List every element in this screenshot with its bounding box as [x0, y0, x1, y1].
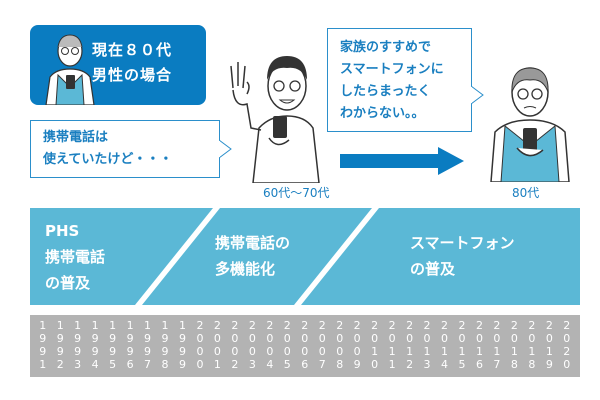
- arrow-right-icon: [340, 147, 464, 175]
- year-label: 1 9 9 9: [178, 319, 186, 371]
- year-timeline: 1 9 9 1 1 9 9 2 1 9 9 3 1 9 9 4 1 9 9 5 1 9 9…: [30, 315, 580, 377]
- year-label: 2 0 1 5: [458, 319, 466, 371]
- era-text: スマートフォン: [410, 234, 515, 252]
- era-label-phs: PHS 携帯電話 の普及: [45, 218, 105, 296]
- year-label: 1 9 9 3: [74, 319, 82, 371]
- bubble-present-line-3: したらまったく: [340, 84, 431, 99]
- year-label: 2 0 0 0: [196, 319, 204, 371]
- bubble-tail: [219, 139, 232, 159]
- year-label: 2 0 0 5: [283, 319, 291, 371]
- year-label: 1 9 9 8: [161, 319, 169, 371]
- era-label-feature-phone: 携帯電話の 多機能化: [215, 230, 290, 282]
- year-label: 2 0 0 4: [266, 319, 274, 371]
- year-label: 1 9 9 1: [39, 319, 47, 371]
- year-label: 2 0 0 7: [318, 319, 326, 371]
- bubble-past-line-2: 使えていたけど・・・: [43, 152, 173, 167]
- bubble-past-line-1: 携帯電話は: [43, 130, 109, 145]
- era-text: の普及: [410, 260, 456, 278]
- year-label: 2 0 0 8: [336, 319, 344, 371]
- bubble-present-line-4: わからない。。: [340, 106, 425, 121]
- year-label: 2 0 1 8: [510, 319, 518, 371]
- speech-bubble-present: 家族のすすめで スマートフォンに したらまったく わからない。。: [327, 28, 472, 132]
- era-text: 携帯電話: [45, 248, 106, 266]
- year-label: 1 9 9 6: [126, 319, 134, 371]
- era-band-feature-phone: [142, 208, 372, 305]
- year-label: 2 0 1 7: [493, 319, 501, 371]
- year-label: 2 0 1 3: [423, 319, 431, 371]
- age-label-after: 80代: [512, 186, 540, 200]
- era-label-smartphone: スマートフォン の普及: [410, 230, 515, 282]
- era-band-smartphone: [301, 208, 580, 305]
- era-text: の普及: [45, 274, 91, 292]
- year-label: 2 0 0 9: [353, 319, 361, 371]
- title-box: 現在８０代 男性の場合: [30, 25, 206, 105]
- year-label: 2 0 1 4: [441, 319, 449, 371]
- year-label: 2 0 1 6: [475, 319, 483, 371]
- title-line-1: 現在８０代: [92, 41, 173, 59]
- year-label: 2 0 1 2: [406, 319, 414, 371]
- year-label: 2 0 1 0: [371, 319, 379, 371]
- year-label: 2 0 1 1: [388, 319, 396, 371]
- bubble-present-line-1: 家族のすすめで: [340, 40, 432, 55]
- year-label: 1 9 9 2: [56, 319, 64, 371]
- era-band-phs: [30, 208, 213, 305]
- era-text: 携帯電話の: [215, 234, 291, 252]
- year-label: 1 9 9 4: [91, 319, 99, 371]
- era-text: 多機能化: [215, 260, 276, 278]
- year-label: 2 0 0 2: [231, 319, 239, 371]
- bubble-tail: [471, 85, 484, 105]
- man-60s-illustration: [230, 56, 320, 183]
- title-text: 現在８０代 男性の場合: [92, 38, 172, 88]
- year-label: 2 0 2 0: [563, 319, 571, 371]
- bubble-present-line-2: スマートフォンに: [340, 62, 444, 77]
- man-80s-illustration: [490, 67, 570, 182]
- year-label: 2 0 1 8: [528, 319, 536, 371]
- age-label-before: 60代～70代: [263, 186, 330, 200]
- title-line-2: 男性の場合: [92, 66, 173, 84]
- era-text: PHS: [45, 222, 80, 240]
- year-label: 2 0 0 6: [301, 319, 309, 371]
- year-label: 1 9 9 7: [144, 319, 152, 371]
- year-label: 2 0 0 3: [248, 319, 256, 371]
- year-label: 1 9 9 5: [109, 319, 117, 371]
- year-label: 2 0 1 9: [545, 319, 553, 371]
- speech-bubble-past: 携帯電話は 使えていたけど・・・: [30, 120, 220, 178]
- elderly-man-icon: [45, 34, 95, 105]
- year-label: 2 0 0 1: [213, 319, 221, 371]
